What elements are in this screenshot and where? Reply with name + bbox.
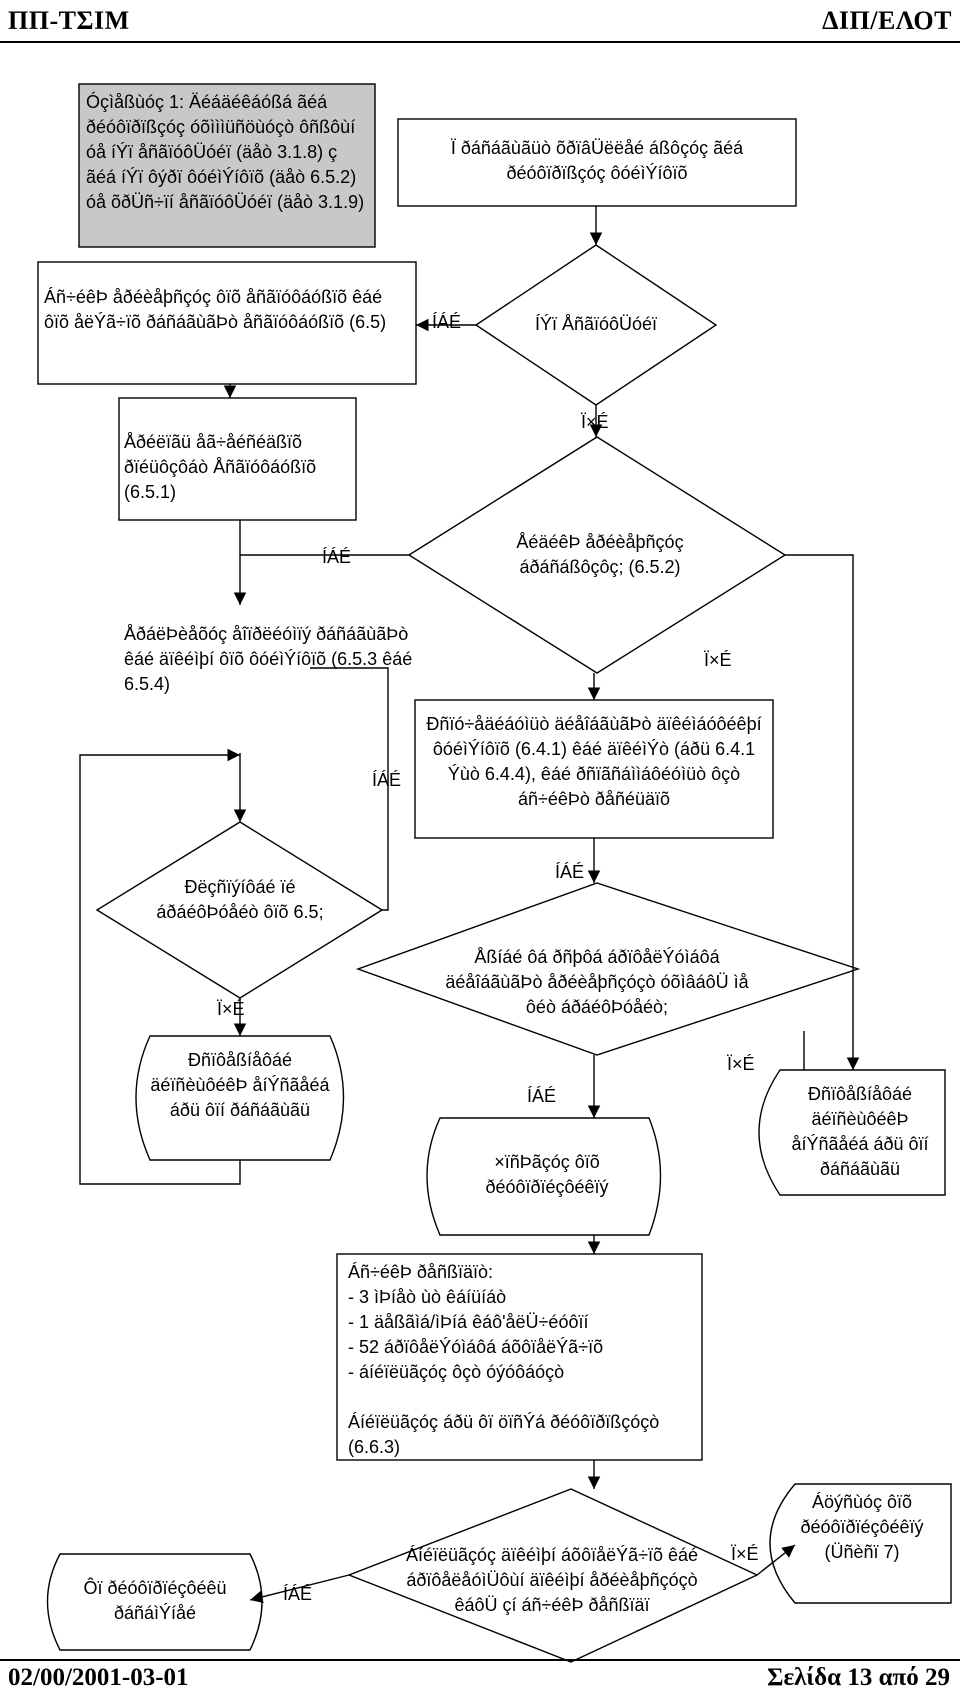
- sampling-text: Åðéëïãü åã÷åéñéäßïõ ðïéüôçôáò Åñãïóôáóßï…: [124, 432, 317, 502]
- initial-period-text: Áñ÷éêÞ ðåñßïäïò: - 3 ìÞíåò ùò êáíüíáò - …: [348, 1262, 660, 1457]
- edge-label-yes: ÍÁÉ: [322, 547, 352, 567]
- edge-label-no: Ï×É: [731, 1544, 759, 1564]
- edge-label-no: Ï×É: [217, 999, 245, 1019]
- note-text: Óçìåßùóç 1: Äéáäéêáóßá ãéá ðéóôïðïßçóç ó…: [86, 92, 365, 212]
- initial-inspection-text: Áñ÷éêÞ åðéèåþñçóç ôïõ åñãïóôáóßïõ êáé ôï…: [44, 287, 387, 332]
- sampling-box: [118, 397, 357, 521]
- special-inspection-diamond: [407, 436, 787, 674]
- corrective-left-shape: [135, 1035, 345, 1161]
- start-box: [397, 118, 797, 207]
- edge-label-yes: ÍÁÉ: [283, 1584, 313, 1604]
- initial-period-box: [336, 1253, 703, 1461]
- issue-certificate-shape: [426, 1117, 662, 1236]
- requirements-text: Ðëçñïýíôáé ïé áðáéôÞóåéò ôïõ 6.5;: [156, 877, 324, 922]
- start-text: Ï ðáñáãùãüò õðïâÜëëåé áßôçóç ãéá ðéóôïðï…: [450, 138, 744, 183]
- results-diamond: [355, 882, 861, 1056]
- sample-testing-text: ÅðáëÞèåõóç åîïðëéóìïý ðáñáãùãÞò êáé äïêé…: [124, 624, 413, 694]
- withdraw-certificate-text: Áöýñùóç ôïõ ðéóôïðïéçôéêïý (Üñèñï 7): [800, 1492, 924, 1562]
- edge-label-no: Ï×É: [704, 650, 732, 670]
- final-diamond: [347, 1488, 759, 1663]
- header-right-title: ΔΙΠ/ΕΛΟΤ: [822, 6, 952, 35]
- final-diamond-text: Áíéïëüãçóç äïêéìþí áõôïåëÝã÷ïõ êáé áðïôå…: [405, 1545, 699, 1615]
- edge-label-yes: ÍÁÉ: [527, 1086, 557, 1106]
- edge-label-no: Ï×É: [727, 1054, 755, 1074]
- corrective-right-shape: [758, 1069, 946, 1196]
- special-inspection-text: ÅéäéêÞ åðéèåþñçóç áðáñáßôçôç; (6.5.2): [516, 532, 684, 577]
- corrective-right-text: Ðñïôåßíåôáé äéïñèùôéêÞ åíÝñãåéá áðü ôïí …: [791, 1084, 929, 1179]
- footer-page-number: Σελίδα 13 από 29: [767, 1664, 950, 1691]
- edge-label-yes: ÍÁÉ: [372, 770, 402, 790]
- corrective-left-text: Ðñïôåßíåôáé äéïñèùôéêÞ åíÝñãåéá áðü ôïí …: [150, 1050, 330, 1120]
- withdraw-certificate-shape: [769, 1483, 952, 1604]
- footer-rule: [0, 1659, 960, 1661]
- new-factory-text: ÍÝï ÅñãïóôÜóéï: [534, 314, 658, 334]
- edge-label-yes: ÍÁÉ: [555, 862, 585, 882]
- certificate-issued-text: Ôï ðéóôïðïéçôéêü ðáñáìÝíåé: [83, 1578, 227, 1623]
- initial-tests-text: Ðñïó÷åäéáóìüò äéåîáãùãÞò äïêéìáóôéêþí ôó…: [426, 714, 762, 809]
- note-box: [78, 83, 376, 248]
- header-rule: [0, 41, 960, 43]
- edge-label-yes: ÍÁÉ: [432, 312, 462, 332]
- results-text: Åßíáé ôá ðñþôá áðïôåëÝóìáôá äéåîáãùãÞò å…: [445, 947, 749, 1017]
- header-left-title: ΠΠ-ΤΣΙΜ: [8, 6, 130, 35]
- footer-doc-code: 02/00/2001-03-01: [8, 1664, 189, 1691]
- certificate-issued-shape: [46, 1553, 263, 1651]
- issue-certificate-text: ×ïñÞãçóç ôïõ ðéóôïðïéçôéêïý: [485, 1152, 609, 1197]
- edge-label-no: Ï×É: [581, 412, 609, 432]
